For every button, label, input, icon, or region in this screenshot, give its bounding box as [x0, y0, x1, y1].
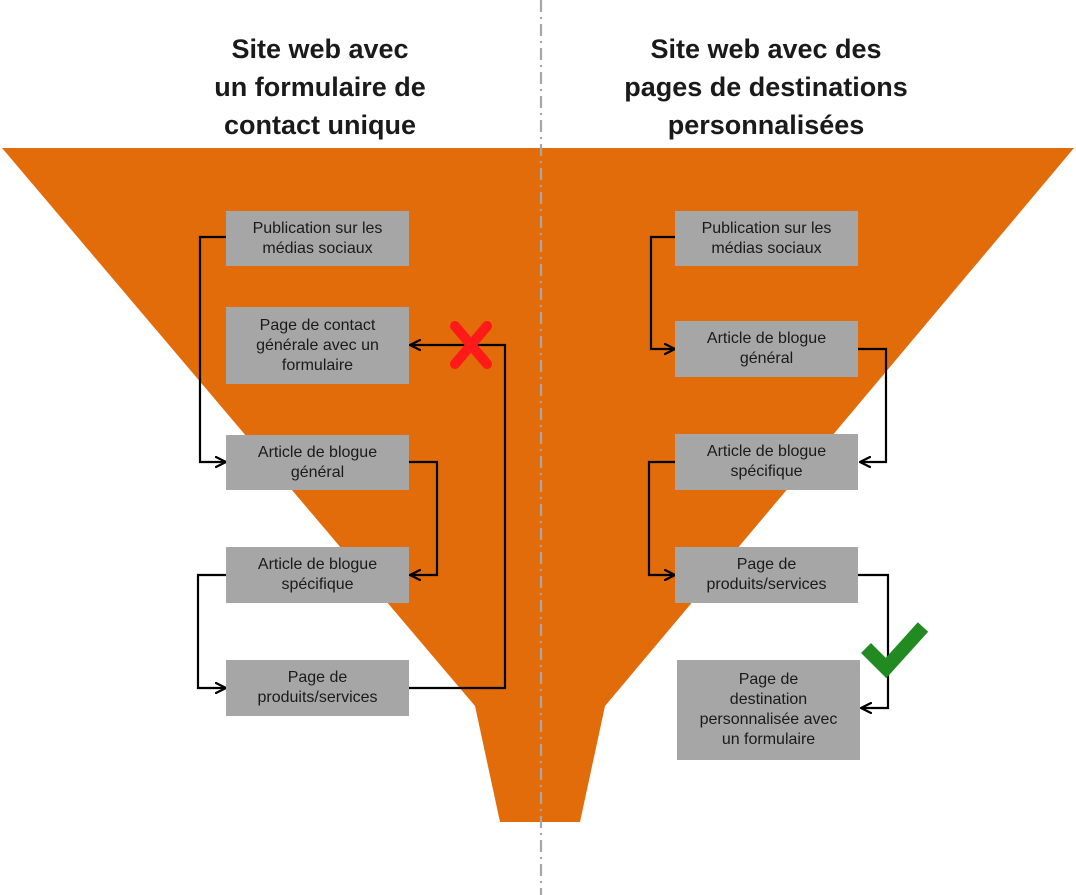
arrow-blog-specific-to-products-left — [196, 573, 226, 688]
box-line: Article de blogue — [257, 556, 378, 573]
funnel-shape — [2, 148, 1074, 822]
right-box-landing-page: Page de destination personnalisée avec u… — [677, 660, 860, 760]
checkmark-icon — [861, 622, 929, 679]
right-box-products: Page de produits/services — [675, 547, 858, 603]
box-line: Page de contact — [259, 316, 376, 334]
box-line: Article de blogue — [257, 443, 378, 461]
arrow-social-to-blog-general-right — [649, 235, 675, 349]
box-line: Publication sur les — [252, 219, 383, 237]
box-line: Article de blogue — [706, 330, 827, 347]
arrow-blog-specific-to-products-right — [647, 460, 675, 575]
left-title-line-1: Site web avec — [231, 34, 409, 64]
left-title: Site web avec un formulaire de contact u… — [110, 30, 530, 144]
box-line: spécifique — [281, 576, 354, 593]
right-title-line-3: personnalisées — [667, 110, 865, 140]
box-line: Page de — [287, 669, 348, 686]
cross-icon — [450, 321, 492, 369]
left-title-line-3: contact unique — [223, 110, 416, 140]
arrow-blog-general-to-blog-specific-right — [858, 347, 888, 462]
box-line: personnalisée avec — [699, 711, 838, 728]
left-box-social-media: Publication sur les médias sociaux — [226, 211, 409, 266]
box-line: spécifique — [730, 463, 803, 480]
box-line: destination — [729, 691, 808, 708]
box-line: générale avec un — [256, 336, 379, 354]
box-line: formulaire — [281, 356, 354, 374]
right-box-blog-specific: Article de blogue spécifique — [675, 434, 858, 490]
left-title-line-2: un formulaire de — [214, 72, 426, 102]
left-box-blog-specific: Article de blogue spécifique — [226, 547, 409, 603]
arrow-blog-general-to-blog-specific-left — [409, 460, 439, 575]
box-line: médias sociaux — [711, 239, 822, 257]
box-line: produits/services — [706, 576, 827, 593]
box-line: général — [739, 350, 794, 367]
right-box-blog-general: Article de blogue général — [675, 321, 858, 377]
right-title: Site web avec des pages de destinations … — [556, 30, 976, 144]
left-box-blog-general: Article de blogue général — [226, 435, 409, 490]
box-line: produits/services — [257, 689, 378, 706]
right-box-social-media: Publication sur les médias sociaux — [675, 211, 858, 266]
arrow-products-to-landing-right — [858, 573, 890, 708]
right-title-line-2: pages de destinations — [624, 72, 908, 102]
arrow-social-to-blog-general-left — [198, 235, 226, 462]
box-line: général — [290, 463, 345, 481]
box-line: Article de blogue — [706, 443, 827, 460]
box-line: Page de — [736, 556, 797, 573]
left-box-products: Page de produits/services — [226, 660, 409, 716]
right-title-line-1: Site web avec des — [650, 34, 882, 64]
box-line: Publication sur les — [701, 219, 832, 237]
box-line: médias sociaux — [262, 239, 373, 257]
box-line: Page de — [738, 671, 799, 688]
arrow-products-to-contact-left — [409, 345, 507, 690]
left-box-contact-page: Page de contact générale avec un formula… — [226, 307, 409, 384]
box-line: un formulaire — [721, 731, 816, 748]
